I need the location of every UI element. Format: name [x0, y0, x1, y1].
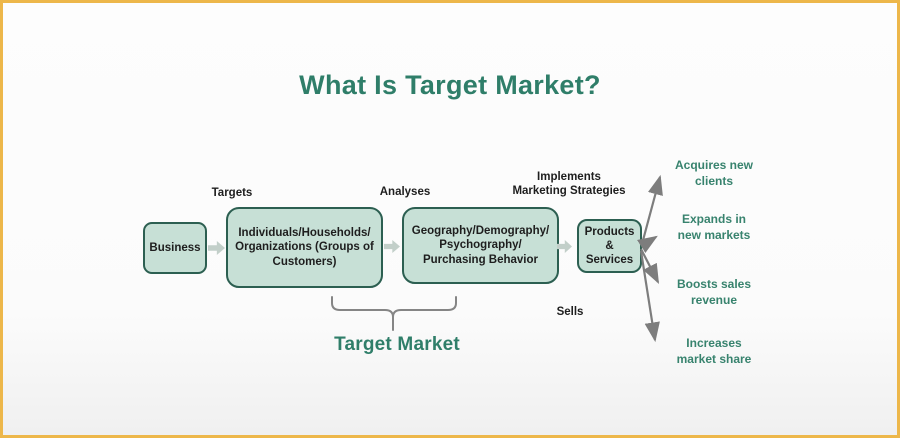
flow-box-customers: Individuals/Households/ Organizations (G…: [226, 207, 383, 288]
arrow-label-sells: Sells: [556, 306, 584, 318]
brace-label-target-market: Target Market: [334, 334, 460, 355]
outcome-label: Increases market share: [676, 336, 752, 366]
arrow-label-analyses: Analyses: [379, 186, 431, 198]
flow-box-analysis: Geography/Demography/ Psychography/ Purc…: [402, 207, 559, 284]
block-arrow-icon: [384, 240, 400, 253]
arrow-label-implements: Implements Marketing Strategies: [512, 171, 626, 198]
block-arrow-icon: [208, 241, 225, 255]
arrow-label-targets: Targets: [211, 187, 253, 199]
brace-icon: [331, 296, 457, 331]
page-title: What Is Target Market?: [299, 70, 601, 100]
flow-box-products: Products & Services: [577, 219, 642, 273]
block-arrow-icon: [557, 240, 572, 253]
outcome-label: Expands in new markets: [677, 212, 751, 242]
outcome-label: Boosts sales revenue: [676, 277, 752, 307]
outcome-label: Acquires new clients: [674, 158, 754, 188]
flow-box-business: Business: [143, 222, 207, 274]
